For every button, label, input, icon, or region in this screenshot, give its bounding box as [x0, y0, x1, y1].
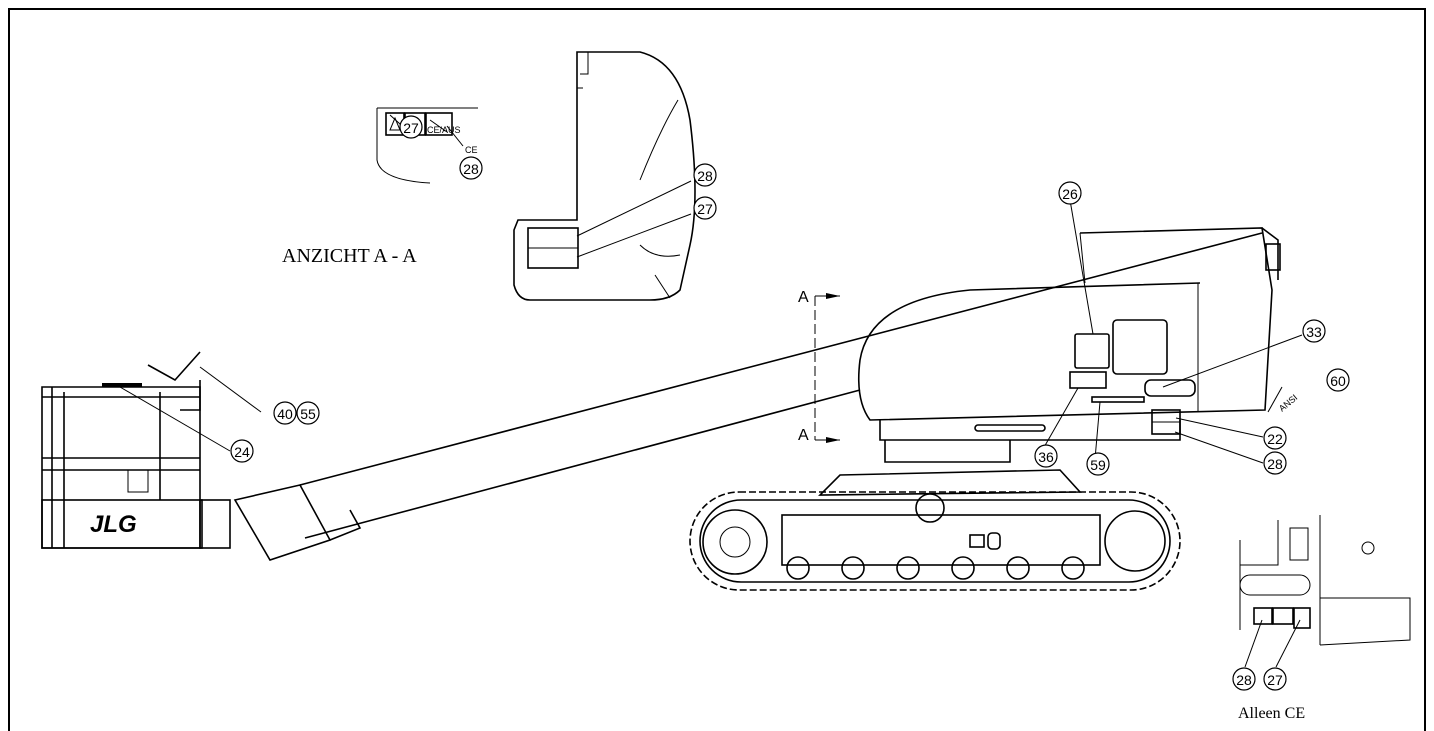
callout-27-cover: 27 [693, 196, 717, 220]
callout-40: 40 [273, 401, 297, 425]
callout-40-label: 40 [277, 406, 293, 422]
platform-basket: JLG [41, 351, 231, 549]
callout-27-top-label: 27 [403, 120, 419, 136]
decal-59-strip [1091, 396, 1145, 403]
decal-ce-28 [1253, 607, 1273, 625]
decal-warning-3 [425, 112, 453, 136]
callout-33: 33 [1302, 319, 1326, 343]
decal-33-plate [1144, 379, 1196, 397]
callout-26-label: 26 [1062, 186, 1078, 202]
callout-28-top: 28 [459, 156, 483, 180]
callout-24-label: 24 [234, 444, 250, 460]
section-letter-bottom: A [798, 427, 809, 444]
callout-36-label: 36 [1038, 449, 1054, 465]
callout-28-top-note: CE [465, 145, 478, 155]
callout-27-top-note: CE/AUS [427, 125, 461, 135]
callout-60-label: 60 [1330, 373, 1346, 389]
callout-27-ce-label: 27 [1267, 672, 1283, 688]
callout-59: 59 [1086, 452, 1110, 476]
basket-decal-24 [102, 383, 142, 387]
callout-60: 60 [1326, 368, 1350, 392]
side-window [1112, 319, 1168, 375]
callout-55-label: 55 [300, 406, 316, 422]
callout-28-side: 28 [1263, 451, 1287, 475]
crawler-track [689, 491, 1181, 591]
decal-ce-27 [1293, 607, 1311, 629]
callout-28-cover: 28 [693, 163, 717, 187]
detail-caption: Alleen CE [1238, 705, 1305, 722]
callout-22-label: 22 [1267, 431, 1283, 447]
boom-lift-machine [233, 227, 1281, 591]
callout-26: 26 [1058, 181, 1082, 205]
callout-33-label: 33 [1306, 324, 1322, 340]
callout-27-ce: 27 [1263, 667, 1287, 691]
callout-28-ce: 28 [1232, 667, 1256, 691]
view-title: ANZICHT A - A [282, 245, 417, 267]
callout-60-note: ANSI [1277, 392, 1300, 413]
section-view-a-a: ANZICHT A - A [282, 51, 696, 301]
callout-22: 22 [1263, 426, 1287, 450]
section-marker-top: A [798, 289, 840, 306]
drawing-frame [8, 8, 1426, 731]
decal-36-plate [1069, 371, 1107, 389]
jlg-logo: JLG [90, 511, 137, 538]
callout-28-top-label: 28 [463, 161, 479, 177]
callout-27-cover-label: 27 [697, 201, 713, 217]
callout-55: 55 [296, 401, 320, 425]
callout-24: 24 [230, 439, 254, 463]
detail-bottom-right: Alleen CE [1238, 515, 1411, 722]
callout-28-ce-label: 28 [1236, 672, 1252, 688]
decal-ce-mid [1272, 607, 1294, 625]
leader-lines [119, 114, 1303, 668]
callout-36: 36 [1034, 444, 1058, 468]
section-marker-bottom: A [798, 427, 840, 444]
callout-28-side-label: 28 [1267, 456, 1283, 472]
callout-59-label: 59 [1090, 457, 1106, 473]
callout-27-top: 27 [399, 115, 423, 139]
callout-28-cover-label: 28 [697, 168, 713, 184]
decal-26-plate [1074, 333, 1110, 369]
section-letter-top: A [798, 289, 809, 306]
